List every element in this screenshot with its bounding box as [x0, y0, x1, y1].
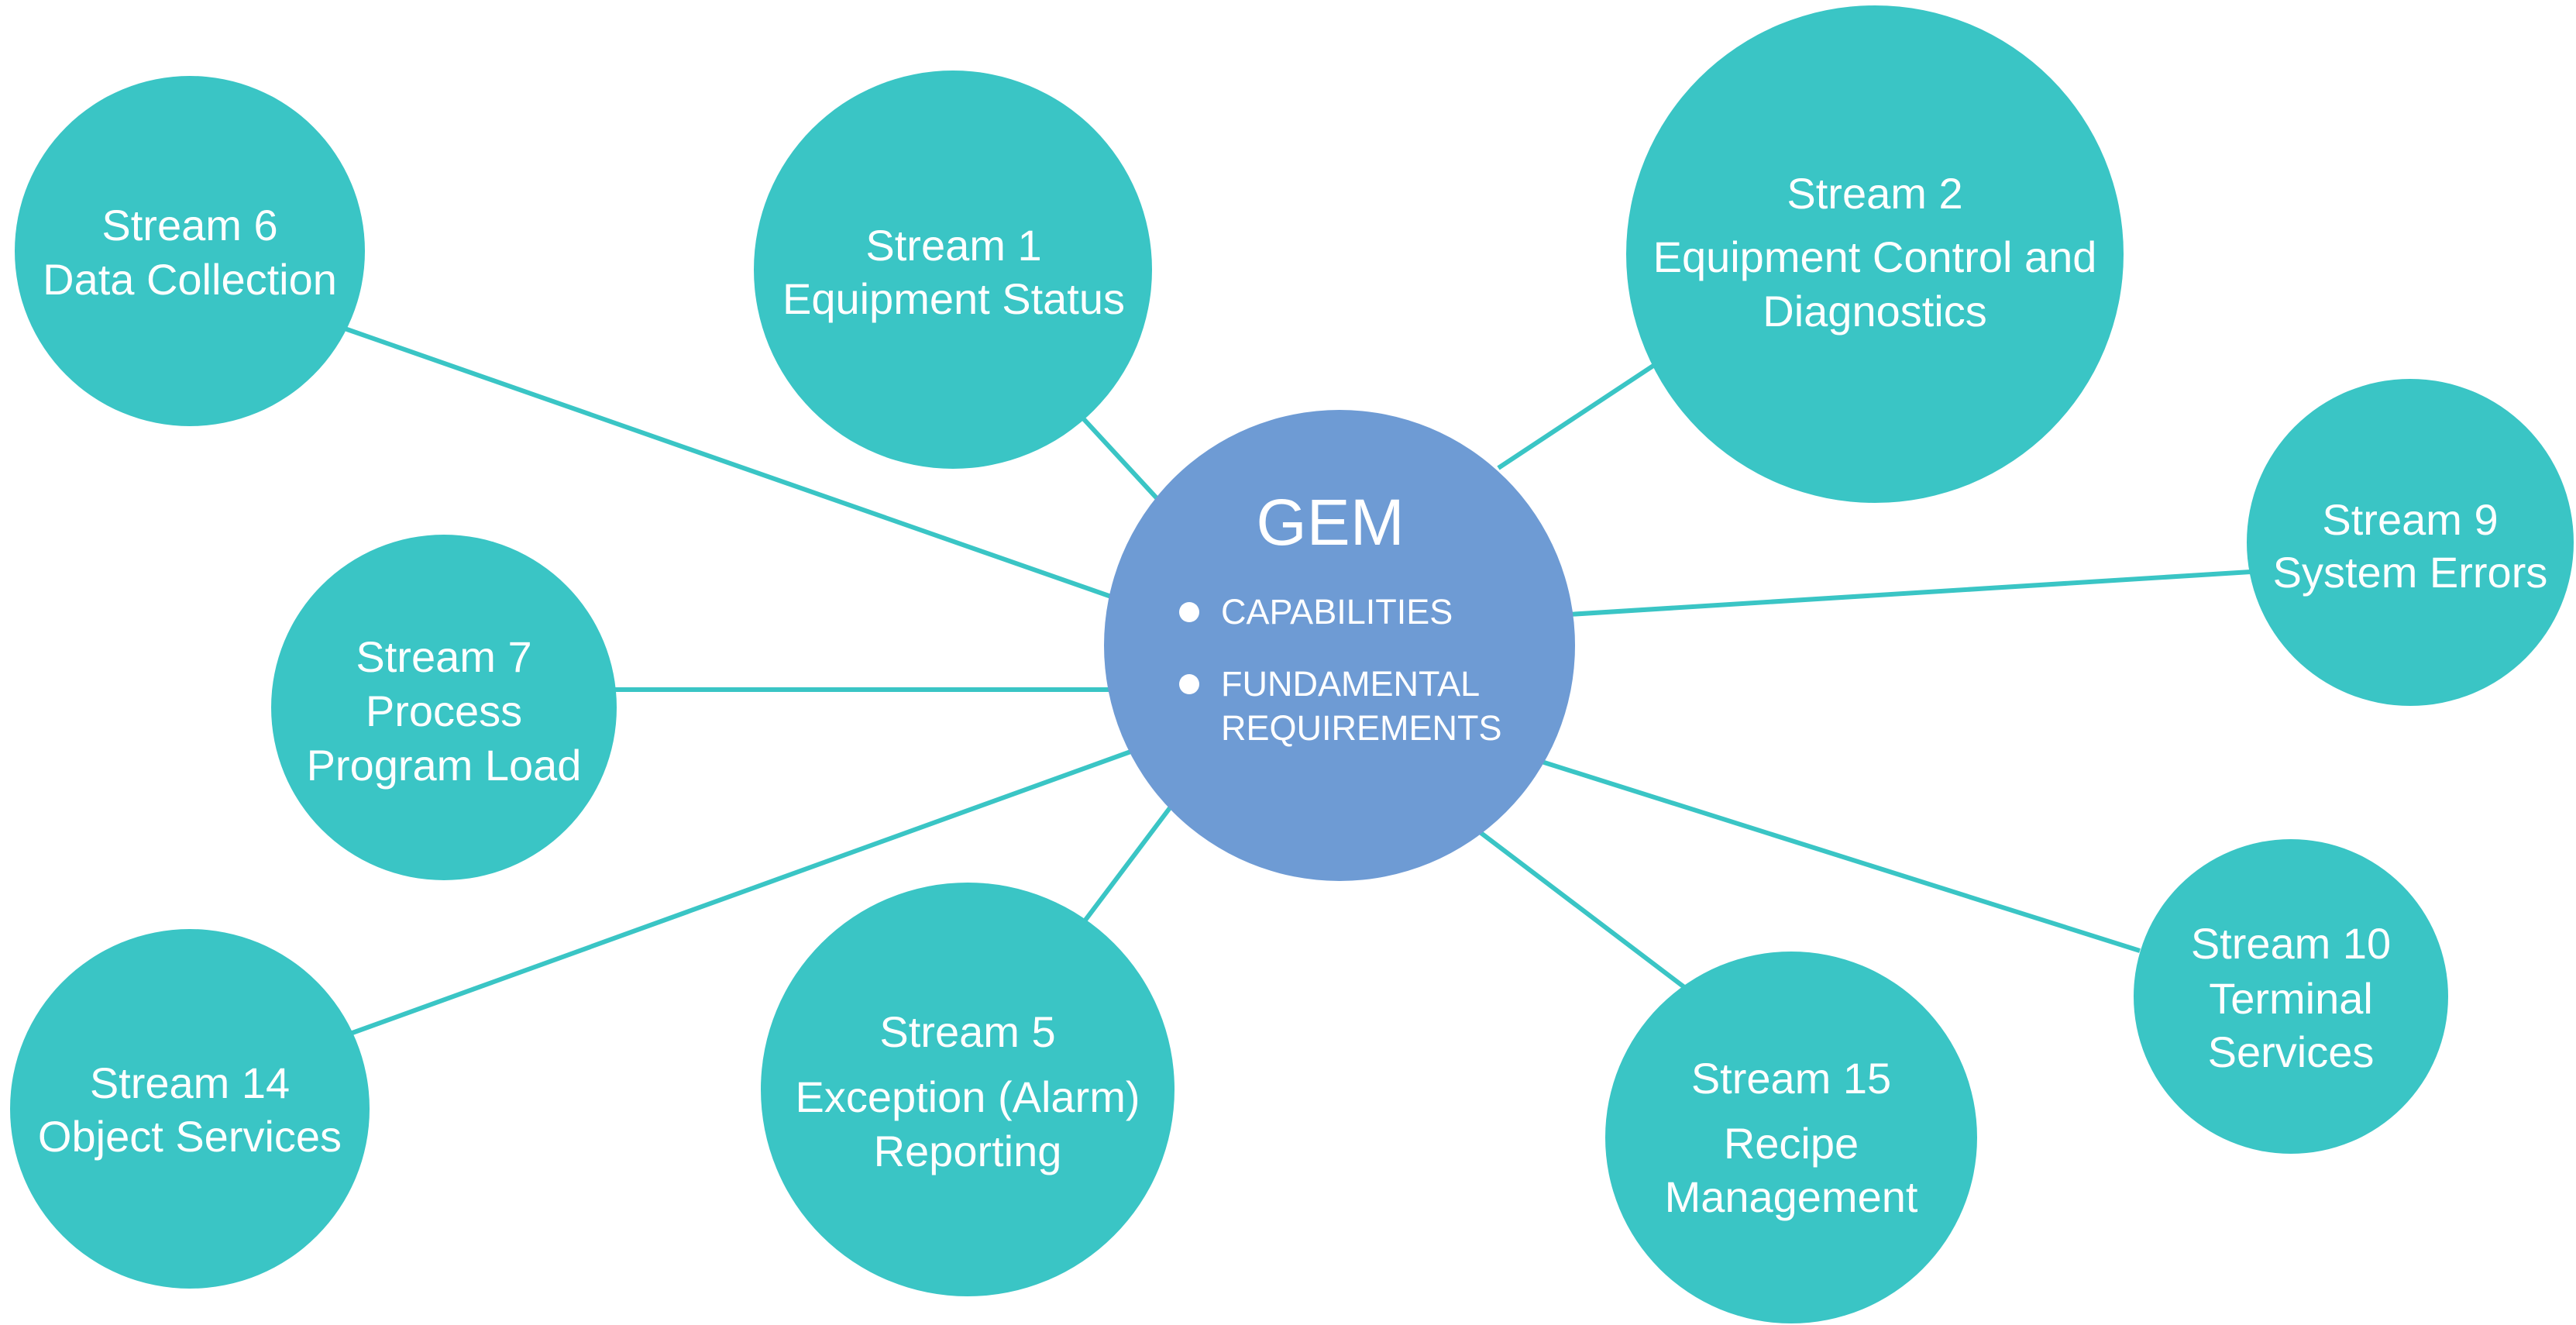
node-label: System Errors — [2273, 548, 2548, 597]
node-label: Diagnostics — [1763, 287, 1986, 336]
node-circle[interactable] — [1605, 952, 1977, 1323]
node-stream-7[interactable]: Stream 7 Process Program Load — [271, 535, 617, 880]
node-label: Stream 15 — [1691, 1054, 1891, 1103]
node-label: Object Services — [38, 1112, 342, 1161]
node-label: Stream 1 — [865, 221, 1041, 270]
connector-stream-1 — [1082, 417, 1161, 502]
node-label: Program Load — [307, 741, 582, 790]
node-circle[interactable] — [1626, 5, 2124, 503]
node-circle[interactable] — [2247, 379, 2574, 706]
node-circle[interactable] — [271, 535, 617, 880]
node-stream-14[interactable]: Stream 14 Object Services — [10, 929, 370, 1289]
node-label: Reporting — [874, 1127, 1062, 1175]
node-stream-10[interactable]: Stream 10 Terminal Services — [2134, 839, 2448, 1154]
node-label: Stream 9 — [2322, 495, 2498, 544]
node-stream-15[interactable]: Stream 15 Recipe Management — [1605, 952, 1977, 1323]
node-circle[interactable] — [10, 929, 370, 1289]
connector-stream-6 — [344, 326, 1116, 601]
connector-stream-2 — [1497, 360, 1659, 470]
bullet-icon — [1179, 674, 1199, 694]
hub-bullet-requirements: REQUIREMENTS — [1221, 708, 1502, 748]
node-circle[interactable] — [15, 76, 365, 426]
node-label: Data Collection — [43, 255, 337, 304]
hub-bullet-fundamental: FUNDAMENTAL — [1221, 664, 1480, 704]
node-label: Stream 2 — [1787, 169, 1962, 218]
node-label: Process — [366, 687, 522, 735]
node-label: Equipment Status — [782, 274, 1125, 323]
node-circle[interactable] — [754, 71, 1152, 469]
node-stream-1[interactable]: Stream 1 Equipment Status — [754, 71, 1152, 469]
hub-gem[interactable]: GEM CAPABILITIES FUNDAMENTAL REQUIREMENT… — [1104, 410, 1575, 881]
node-label: Services — [2208, 1027, 2375, 1076]
node-stream-9[interactable]: Stream 9 System Errors — [2247, 379, 2574, 706]
node-label: Equipment Control and — [1653, 232, 2097, 281]
node-label: Stream 5 — [879, 1007, 1055, 1056]
connector-stream-9 — [1568, 570, 2251, 617]
node-stream-5[interactable]: Stream 5 Exception (Alarm) Reporting — [761, 883, 1175, 1296]
connectors — [344, 326, 2251, 1036]
connector-stream-14 — [349, 748, 1137, 1036]
node-label: Exception (Alarm) — [795, 1072, 1140, 1121]
connector-stream-5 — [1082, 804, 1174, 924]
node-circle[interactable] — [761, 883, 1175, 1296]
node-label: Management — [1665, 1172, 1918, 1221]
hub-title: GEM — [1256, 486, 1404, 559]
connector-stream-15 — [1474, 827, 1689, 992]
node-label: Stream 14 — [90, 1058, 290, 1107]
node-stream-2[interactable]: Stream 2 Equipment Control and Diagnosti… — [1626, 5, 2124, 503]
connector-stream-10 — [1541, 759, 2141, 953]
node-label: Recipe — [1724, 1119, 1859, 1168]
hub-bullet-capabilities: CAPABILITIES — [1221, 592, 1453, 632]
node-circle[interactable] — [2134, 839, 2448, 1154]
node-label: Terminal — [2209, 974, 2373, 1023]
bullet-icon — [1179, 602, 1199, 622]
hub-circle[interactable] — [1104, 410, 1575, 881]
node-label: Stream 10 — [2191, 919, 2391, 968]
node-stream-6[interactable]: Stream 6 Data Collection — [15, 76, 365, 426]
node-label: Stream 7 — [356, 632, 531, 681]
node-label: Stream 6 — [101, 201, 277, 250]
